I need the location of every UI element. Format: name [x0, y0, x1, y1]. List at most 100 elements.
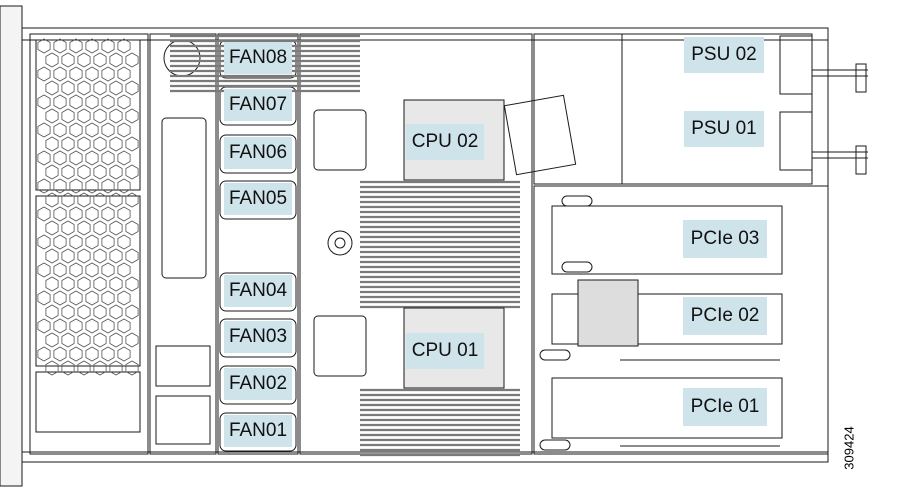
honeycomb-hex [61, 80, 75, 96]
honeycomb-hex [45, 80, 59, 96]
fan-module [219, 180, 297, 220]
honeycomb-hex [117, 346, 131, 362]
cpu01-label: CPU 01 [406, 333, 484, 369]
honeycomb-hex [85, 262, 99, 278]
honeycomb-hex [53, 290, 67, 306]
honeycomb-hex [125, 52, 139, 68]
honeycomb-hex [109, 108, 123, 124]
fan07-label: FAN07 [224, 89, 292, 121]
honeycomb-hex [101, 262, 115, 278]
honeycomb-hex [125, 332, 139, 348]
honeycomb-hex [109, 164, 123, 180]
honeycomb-hex [77, 332, 91, 348]
honeycomb-hex [109, 360, 123, 376]
honeycomb-hex [77, 52, 91, 68]
honeycomb-hex [109, 80, 123, 96]
honeycomb-hex [53, 94, 67, 110]
honeycomb-hex [109, 52, 123, 68]
honeycomb-hex [109, 192, 123, 208]
fan04-label: FAN04 [224, 275, 292, 307]
honeycomb-hex [93, 52, 107, 68]
figure-id-text: 309424 [841, 426, 857, 470]
honeycomb-hex [45, 52, 59, 68]
honeycomb-hex [61, 192, 75, 208]
midplane-area [149, 33, 217, 455]
honeycomb-hex [101, 346, 115, 362]
honeycomb-hex [109, 276, 123, 292]
fan05-label: FAN05 [224, 183, 292, 215]
fan08-label: FAN08 [224, 42, 292, 74]
honeycomb-hex [85, 178, 99, 194]
pcie01-label: PCIe 01 [683, 388, 767, 426]
honeycomb-hex [69, 38, 83, 54]
pcie02-label: PCIe 02 [683, 297, 767, 335]
honeycomb-hex [125, 80, 139, 96]
honeycomb-hex [117, 66, 131, 82]
cpu02-label: CPU 02 [406, 124, 484, 160]
honeycomb-hex [101, 94, 115, 110]
honeycomb-hex [85, 122, 99, 138]
psu02-label: PSU 02 [684, 37, 764, 73]
honeycomb-hex [45, 360, 59, 376]
honeycomb-hex [85, 346, 99, 362]
honeycomb-hex [77, 220, 91, 236]
honeycomb-hex [125, 304, 139, 320]
honeycomb-hex [101, 318, 115, 334]
honeycomb-hex [85, 94, 99, 110]
honeycomb-hex [37, 94, 51, 110]
honeycomb-hex [93, 80, 107, 96]
honeycomb-hex [53, 346, 67, 362]
honeycomb-hex [69, 206, 83, 222]
honeycomb-hex [77, 136, 91, 152]
honeycomb-hex [125, 360, 139, 376]
honeycomb-hex [37, 206, 51, 222]
fan-tray [217, 33, 299, 455]
honeycomb-hex [37, 290, 51, 306]
honeycomb-hex [85, 206, 99, 222]
honeycomb-hex [93, 276, 107, 292]
front-bezel-left [0, 5, 23, 487]
honeycomb-hex [85, 38, 99, 54]
honeycomb-hex [37, 346, 51, 362]
honeycomb-hex [53, 66, 67, 82]
honeycomb-hex [45, 304, 59, 320]
honeycomb-hex [93, 108, 107, 124]
fan-module [219, 272, 297, 312]
honeycomb-hex [37, 122, 51, 138]
honeycomb-hex [117, 262, 131, 278]
honeycomb-hex [61, 304, 75, 320]
honeycomb-hex [53, 206, 67, 222]
honeycomb-hex [85, 290, 99, 306]
honeycomb-hex [117, 206, 131, 222]
honeycomb-hex [45, 248, 59, 264]
honeycomb-hex [109, 304, 123, 320]
honeycomb-hex [61, 164, 75, 180]
honeycomb-hex [101, 290, 115, 306]
honeycomb-hex [85, 150, 99, 166]
honeycomb-hex [45, 332, 59, 348]
honeycomb-hex [53, 262, 67, 278]
honeycomb-hex [109, 248, 123, 264]
honeycomb-hex [53, 234, 67, 250]
honeycomb-hex [93, 220, 107, 236]
psu-bay [503, 33, 868, 185]
honeycomb-hex [101, 122, 115, 138]
honeycomb-hex [125, 276, 139, 292]
honeycomb-hex [69, 122, 83, 138]
honeycomb-hex [45, 108, 59, 124]
honeycomb-hex [61, 108, 75, 124]
honeycomb-hex [77, 80, 91, 96]
honeycomb-hex [93, 248, 107, 264]
honeycomb-hex [45, 276, 59, 292]
honeycomb-hex [125, 248, 139, 264]
honeycomb-hex [45, 136, 59, 152]
honeycomb-hex [53, 122, 67, 138]
honeycomb-hex [53, 318, 67, 334]
honeycomb-hex [117, 290, 131, 306]
figure-id: 309424 [838, 418, 860, 478]
honeycomb-hex [101, 178, 115, 194]
honeycomb-hex [69, 150, 83, 166]
honeycomb-hex [61, 52, 75, 68]
drive-bay-area [29, 33, 149, 455]
pcie-riser-area [533, 185, 829, 455]
